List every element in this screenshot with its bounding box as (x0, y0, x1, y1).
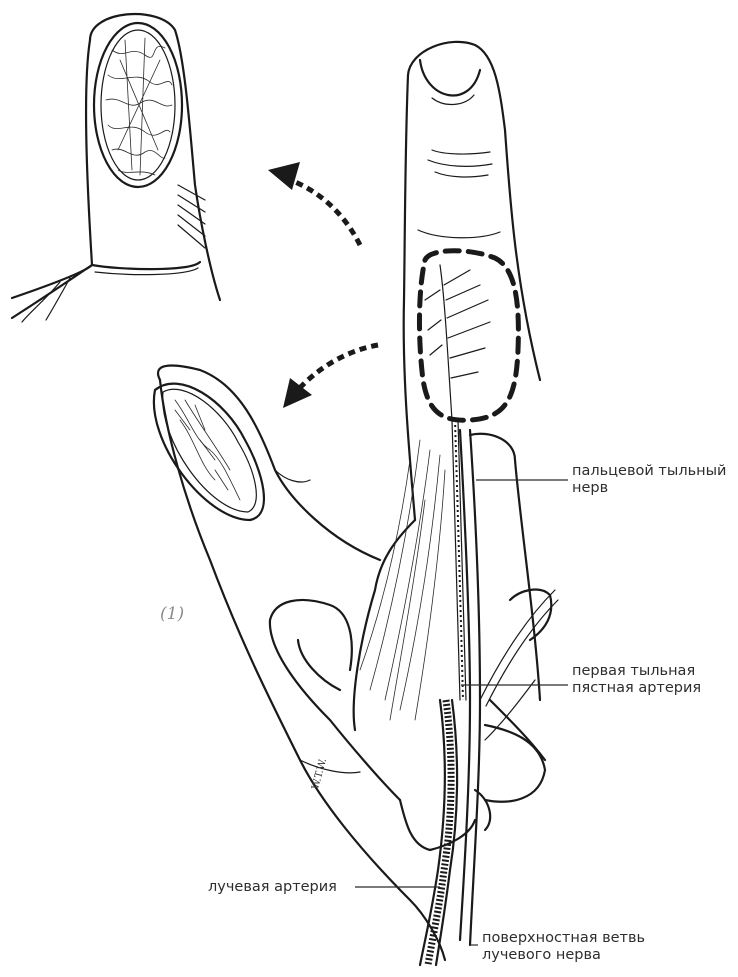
label-digital-nerve: пальцевой тыльный нерв (572, 463, 726, 497)
recipient-thumb (154, 366, 445, 960)
label-radial-artery: лучевая артерия (208, 879, 337, 896)
figure-number: (1) (160, 604, 184, 624)
label-first-dorsal-metacarpal-artery: первая тыльная пястная артерия (572, 663, 701, 697)
transfer-arrows (268, 162, 378, 408)
artist-signature: W.T.W. (310, 757, 329, 791)
label-superficial-radial-nerve: поверхностная ветвь лучевого нерва (482, 930, 645, 964)
inset-thumb (12, 14, 220, 322)
neurovascular-bundle (420, 420, 558, 965)
